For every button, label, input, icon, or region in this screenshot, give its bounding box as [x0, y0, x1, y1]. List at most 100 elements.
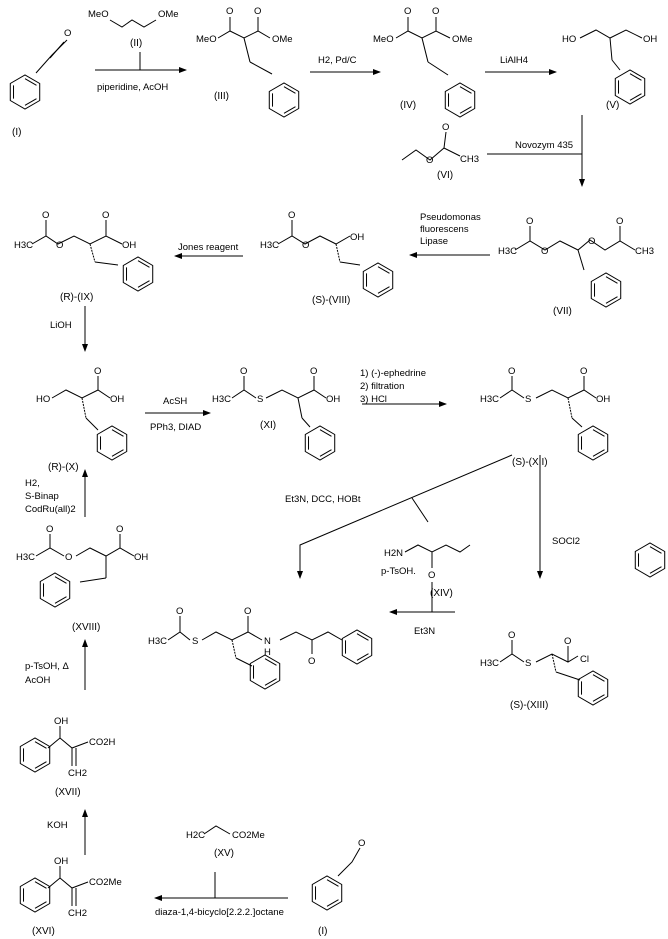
atom: S [525, 658, 531, 669]
atom: OH [122, 240, 136, 251]
atom: OMe [452, 34, 473, 45]
ring-double-bond [592, 674, 605, 682]
reagent-label: Pseudomonas [420, 212, 481, 223]
reagent-label: Et3N [414, 626, 435, 637]
compound-label-XVII: (XVII) [55, 787, 81, 798]
atom: H3C [480, 658, 499, 669]
atom: S [257, 394, 263, 405]
atom: O [358, 838, 365, 849]
compound-label-I-bottom: (I) [318, 926, 327, 937]
atom: CO2H [89, 737, 116, 748]
atom: O [65, 552, 72, 563]
benzene-ring [19, 877, 51, 913]
reagent-label: diaza-1,4-bicyclo[2.2.2.]octane [155, 907, 284, 918]
reagent-label: Et3N, DCC, HOBt [285, 494, 361, 505]
compound-label-VI: (VI) [437, 170, 453, 181]
benzene-ring [444, 82, 476, 118]
ring-double-bond [34, 881, 47, 889]
atom: O [254, 6, 261, 17]
compound-label-IX: (R)-(IX) [60, 292, 93, 303]
atom: O [56, 240, 63, 251]
reagent-label: AcOH [25, 675, 50, 686]
atom: O [226, 6, 233, 17]
ring-double-bond [111, 449, 124, 457]
ring-double-bond [34, 741, 47, 749]
reagent-labels: piperidine, AcOH H2, Pd/C LiAlH4 Novozym… [25, 55, 580, 918]
atom: O [176, 606, 183, 617]
ring-double-bond [34, 761, 47, 769]
ring-double-bond [319, 429, 332, 437]
ring-double-bond [592, 429, 605, 437]
reaction-arrows [82, 52, 585, 901]
compound-label-III: (III) [214, 91, 229, 102]
benzene-ring [122, 256, 154, 292]
atom: MeO [196, 34, 217, 45]
reagent-label: 2) filtration [360, 381, 404, 392]
atom: O [404, 6, 411, 17]
atom: O [526, 216, 533, 227]
ring-double-bond [629, 93, 642, 101]
atom: H [264, 647, 271, 658]
atom: OH [326, 394, 340, 405]
reagent-label: 1) (-)-ephedrine [360, 368, 426, 379]
benzene-ring [590, 272, 622, 308]
atom: CH2 [68, 908, 87, 919]
atom: MeO [88, 9, 109, 20]
benzene-ring [362, 262, 394, 298]
ring-double-bond [459, 106, 472, 114]
compound-label-XV: (XV) [214, 848, 234, 859]
atom: O [442, 122, 449, 133]
atom: O [116, 524, 123, 535]
atom: O [308, 656, 315, 667]
ring-double-bond [283, 106, 296, 114]
atom: O [46, 524, 53, 535]
ring-double-bond [377, 286, 390, 294]
atom: S [192, 636, 198, 647]
atom: O [302, 240, 309, 251]
atom: O [616, 216, 623, 227]
atom: CH3 [460, 154, 479, 165]
reagent-label: S-Binap [25, 491, 59, 502]
reagent-label: AcSH [163, 396, 187, 407]
atom: H3C [480, 394, 499, 405]
reagent-label: Jones reagent [178, 242, 239, 253]
compound-label-VII: (VII) [553, 306, 572, 317]
compound-labels: (I) (II) (III) (IV) (V) (VI) (VII) (S)-(… [12, 38, 619, 937]
atom: OH [134, 552, 148, 563]
benzene-ring [9, 74, 41, 110]
ring-double-bond [283, 86, 296, 94]
atom: O [564, 636, 571, 647]
compound-label-XIII: (S)-(XIII) [510, 700, 548, 711]
atom: H2C [186, 830, 205, 841]
reagent-label: Lipase [420, 236, 448, 247]
ring-double-bond [326, 899, 339, 907]
benzene-ring [577, 425, 609, 461]
atom: OH [110, 394, 124, 405]
atom: O [580, 366, 587, 377]
benzene-rings [9, 69, 666, 913]
ring-double-bond [137, 260, 150, 268]
ring-double-bond [592, 449, 605, 457]
atom: O [428, 570, 435, 581]
reagent-label: p-TsOH. [381, 566, 416, 577]
reagent-label: H2, [25, 478, 40, 489]
ring-double-bond [264, 678, 277, 686]
atom: O [102, 210, 109, 221]
atom: O [432, 6, 439, 17]
atom: O [588, 236, 595, 247]
ring-double-bond [326, 879, 339, 887]
atom: H3C [16, 552, 35, 563]
reagent-label: SOCl2 [552, 536, 580, 547]
ring-double-bond [649, 566, 662, 574]
atom: OH [643, 34, 657, 45]
ring-double-bond [605, 276, 618, 284]
ring-double-bond [629, 73, 642, 81]
atom: OH [54, 856, 68, 867]
compound-label-II: (II) [130, 38, 142, 49]
atom: OMe [158, 9, 179, 20]
compound-label-X: (R)-(X) [48, 462, 79, 473]
atom: H3C [212, 394, 231, 405]
ring-double-bond [24, 98, 37, 106]
reagent-label: piperidine, AcOH [97, 82, 168, 93]
